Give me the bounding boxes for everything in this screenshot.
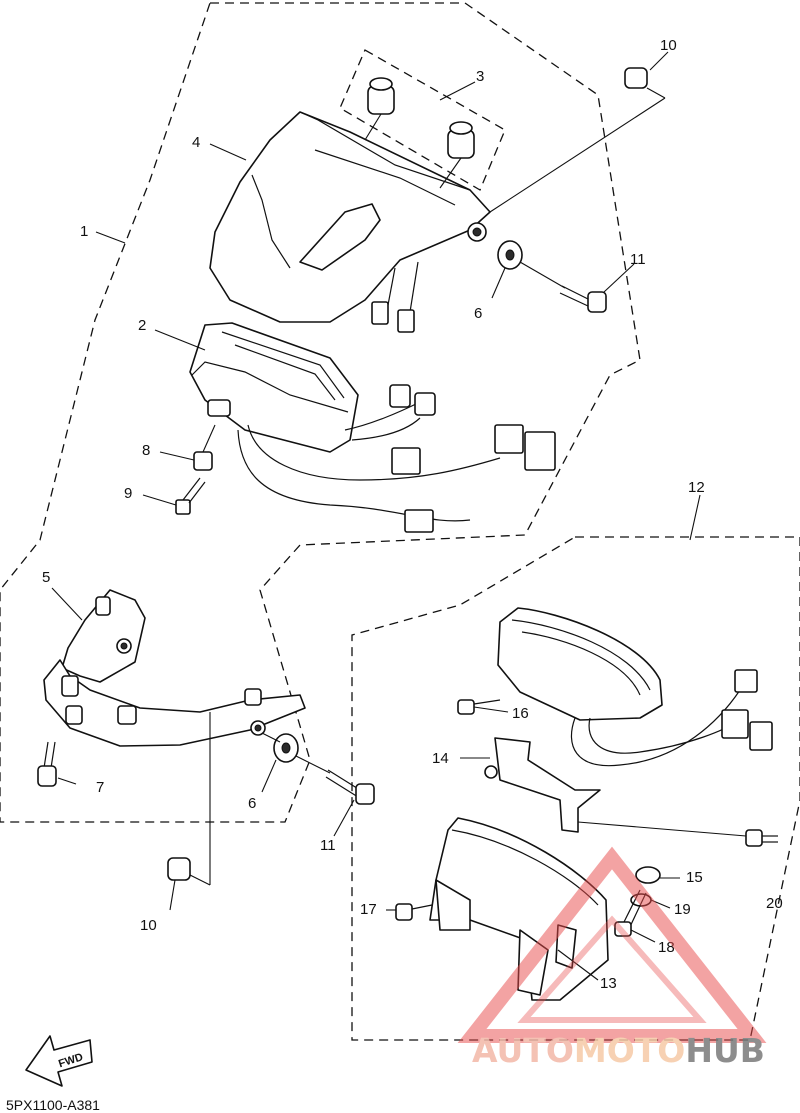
meter-cover-part-4 (209, 111, 491, 333)
callout-4: 4 (192, 134, 200, 151)
callout-7: 7 (96, 779, 104, 796)
callout-9: 9 (124, 485, 132, 502)
watermark-text: AUTOMOTOHUB (472, 1031, 765, 1070)
callout-14: 14 (432, 750, 449, 767)
callout-3: 3 (476, 68, 484, 85)
callout-1: 1 (80, 223, 88, 240)
grommet-part-15 (635, 866, 661, 884)
stay-part-14 (484, 737, 601, 833)
watermark-logo: AUTOMOTOHUB (457, 846, 767, 1070)
callout-10-lower: 10 (140, 917, 157, 934)
callout-13: 13 (600, 975, 617, 992)
collar-part-8 (193, 424, 216, 471)
bolt-part-9 (175, 477, 206, 515)
callout-10-upper: 10 (660, 37, 677, 54)
watermark-triangle-icon (457, 846, 767, 1043)
bracket-part-5 (43, 589, 306, 885)
fwd-arrow-icon: FWD (25, 1035, 93, 1087)
assembly-1-boundary (0, 2, 641, 823)
callout-6-upper: 6 (474, 305, 482, 322)
leader-lines (51, 51, 701, 981)
screw-part-17 (395, 903, 433, 921)
callout-5: 5 (42, 569, 50, 586)
bolt-part-20 (577, 821, 778, 847)
callout-17: 17 (360, 901, 377, 918)
callout-11-lower: 11 (320, 837, 336, 854)
bulb-part-3a (364, 77, 395, 141)
callout-8: 8 (142, 442, 150, 459)
meter-body-part-12 (497, 607, 773, 767)
callout-labels: 1 2 3 4 5 6 6 7 8 9 10 10 11 11 12 13 14… (42, 37, 783, 992)
bulb-set-3-boundary (339, 49, 506, 191)
callout-2: 2 (138, 317, 146, 334)
callout-11-upper: 11 (630, 251, 646, 268)
bulb-part-3b (439, 121, 475, 189)
callout-20: 20 (766, 895, 783, 912)
bolt-part-11-upper (519, 261, 607, 313)
callout-16: 16 (512, 705, 529, 722)
meter-assembly-part-2 (189, 322, 556, 533)
nut-part-10-upper (489, 67, 666, 213)
grommet-part-6-upper (497, 240, 523, 270)
drawing-code: 5PX1100-A381 (6, 1097, 100, 1113)
screw-part-16 (457, 699, 501, 715)
bolt-part-11-lower (295, 755, 375, 805)
bolt-part-7 (37, 741, 57, 787)
callout-6-lower: 6 (248, 795, 256, 812)
callout-15: 15 (686, 869, 703, 886)
nut-part-10-lower (167, 857, 211, 886)
grommet-part-6-lower (261, 732, 299, 763)
callout-12: 12 (688, 479, 705, 496)
callout-19: 19 (674, 901, 691, 918)
